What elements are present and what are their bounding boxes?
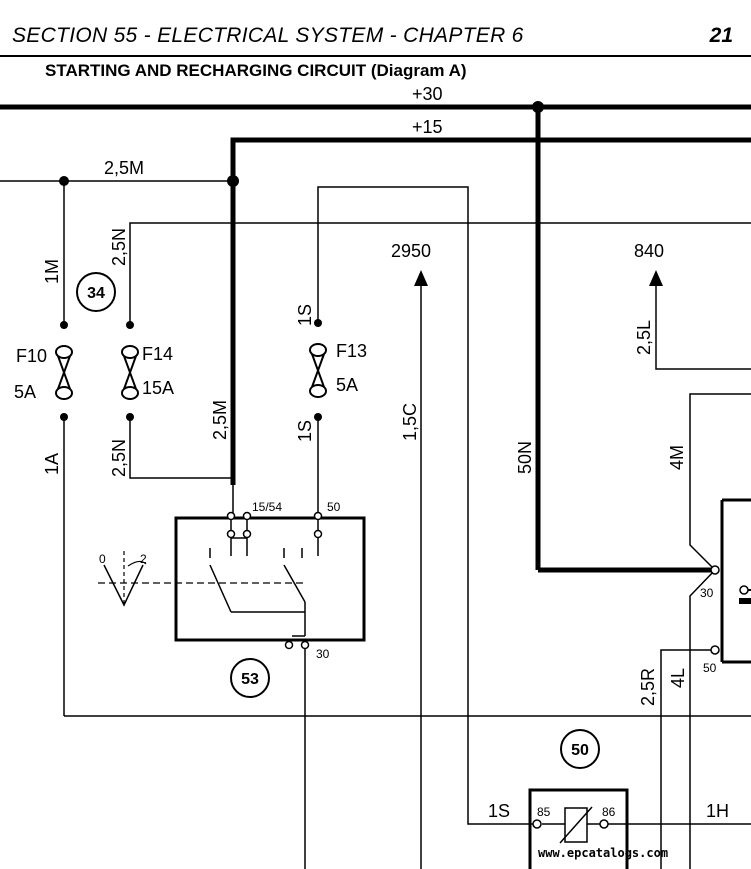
wire-label-1S-top: 1S <box>295 304 315 326</box>
label-plus15: +15 <box>412 117 443 137</box>
section-heading: SECTION 55 - ELECTRICAL SYSTEM - CHAPTER… <box>12 24 524 47</box>
wire-label-2-5M-top: 2,5M <box>104 158 144 178</box>
wire-label-2-5M-vert: 2,5M <box>210 400 230 440</box>
label-f10-rating: 5A <box>14 382 36 402</box>
wire-label-2-5L: 2,5L <box>634 320 654 355</box>
wire-label-1S-bottom: 1S <box>295 420 315 442</box>
wire-label-50N: 50N <box>515 441 535 474</box>
wire-label-2-5N-bottom: 2,5N <box>109 439 129 477</box>
label-f14: F14 <box>142 344 173 364</box>
terminal-85: 85 <box>537 805 551 819</box>
label-f10: F10 <box>16 346 47 366</box>
terminal-30-right: 30 <box>700 586 714 600</box>
switch-terminals <box>226 511 323 650</box>
header-rule <box>0 55 751 57</box>
terminal-50-switch: 50 <box>327 500 341 514</box>
watermark: www.epcatalogs.com <box>538 846 668 860</box>
terminal-50-right: 50 <box>703 661 717 675</box>
wire-label-1H: 1H <box>706 801 729 821</box>
fuse-f13 <box>309 343 327 398</box>
label-f14-rating: 15A <box>142 378 174 398</box>
switch-position-0: 0 <box>99 552 106 566</box>
fuse-f14 <box>121 345 139 400</box>
component-34: 34 <box>87 285 105 302</box>
power-rails <box>0 104 751 573</box>
rail-plus15 <box>230 137 751 485</box>
wire-label-4L: 4L <box>668 668 688 688</box>
page-number: 21 <box>709 24 733 47</box>
terminal-50-right-dot <box>710 645 720 655</box>
connector-2950: 2950 <box>391 241 431 261</box>
wire-label-1M: 1M <box>42 259 62 284</box>
fuse-f10 <box>55 345 73 400</box>
page-title: STARTING AND RECHARGING CIRCUIT (Diagram… <box>45 61 467 80</box>
terminal-30-switch: 30 <box>316 647 330 661</box>
component-53: 53 <box>241 671 259 688</box>
component-50: 50 <box>571 742 589 759</box>
ignition-switch <box>98 516 366 642</box>
label-f13: F13 <box>336 341 367 361</box>
junction-plus30 <box>532 101 544 113</box>
terminal-15-54: 15/54 <box>252 500 282 514</box>
right-component <box>720 498 751 664</box>
terminal-30-right-dot <box>710 565 720 575</box>
thin-wires <box>0 180 751 869</box>
label-f13-rating: 5A <box>336 375 358 395</box>
junction-dots <box>59 176 322 421</box>
wire-label-2-5N-top: 2,5N <box>109 228 129 266</box>
connector-arrows <box>414 270 663 286</box>
wire-label-1A: 1A <box>42 453 62 475</box>
connector-840: 840 <box>634 241 664 261</box>
switch-position-2: 2 <box>140 552 147 566</box>
wire-label-4M: 4M <box>667 445 687 470</box>
component-circles <box>76 272 600 769</box>
wire-label-1S-relay: 1S <box>488 801 510 821</box>
terminal-86: 86 <box>602 805 616 819</box>
relay <box>528 788 629 869</box>
label-plus30: +30 <box>412 84 443 104</box>
wire-label-2-5R: 2,5R <box>638 668 658 706</box>
wire-label-1-5C: 1,5C <box>400 403 420 441</box>
